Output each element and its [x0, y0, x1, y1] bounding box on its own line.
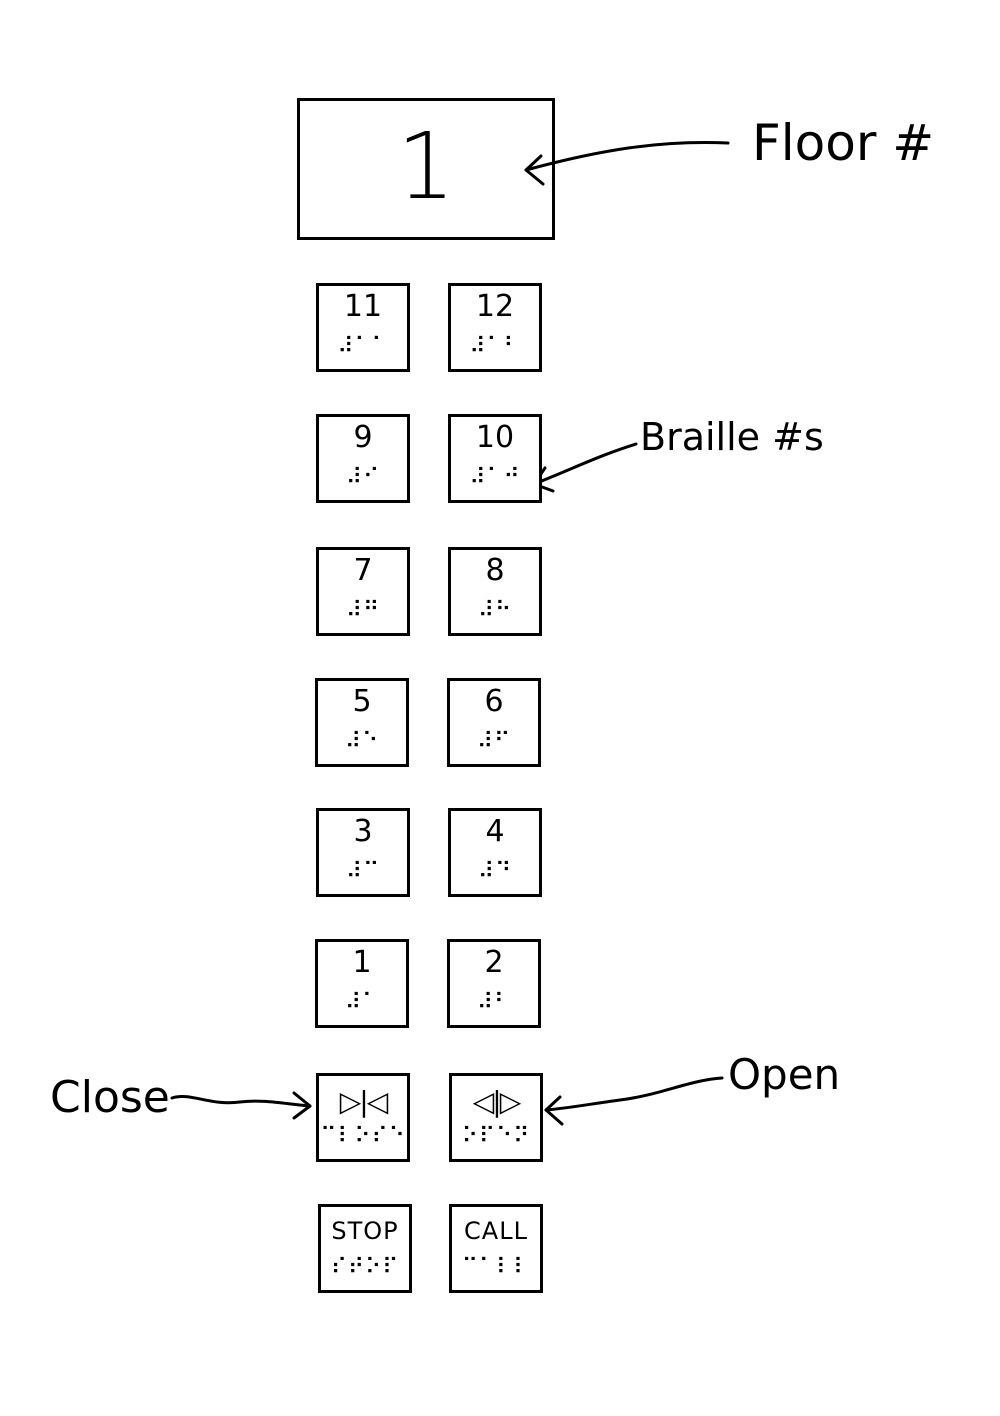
- braille-dots: ⠉⠇⠕⠎⠑: [320, 1124, 406, 1149]
- braille-dots: ⠼⠃: [476, 990, 512, 1015]
- braille-dots: ⠼⠙: [477, 859, 513, 884]
- floor-display: 1: [297, 98, 555, 240]
- floor-2-button[interactable]: 2 ⠼⠃: [447, 939, 541, 1028]
- button-label: 12: [475, 289, 515, 324]
- braille-dots: ⠼⠑: [344, 729, 380, 754]
- button-label: CALL: [464, 1217, 528, 1245]
- braille-dots: ⠼⠁⠚: [469, 465, 521, 490]
- floor-8-button[interactable]: 8 ⠼⠓: [448, 547, 542, 636]
- button-label: 8: [485, 553, 505, 588]
- button-label: 9: [353, 420, 373, 455]
- close-callout-arrowhead: [292, 1091, 312, 1120]
- button-label: 3: [353, 814, 373, 849]
- door-open-button[interactable]: ◁|▷ ⠕⠏⠑⠝: [449, 1073, 543, 1162]
- braille-dots: ⠼⠓: [477, 598, 513, 623]
- button-label: 7: [353, 553, 373, 588]
- button-label: STOP: [331, 1217, 399, 1245]
- braille-dots: ⠼⠊: [345, 465, 381, 490]
- button-label: 5: [352, 684, 372, 719]
- braille-dots: ⠼⠁⠁: [337, 334, 389, 359]
- floor-callout-arrowhead: [524, 154, 545, 186]
- button-label: 1: [352, 945, 372, 980]
- stop-button[interactable]: STOP ⠎⠞⠕⠏: [318, 1204, 412, 1293]
- floor-9-button[interactable]: 9 ⠼⠊: [316, 414, 410, 503]
- floor-number: 1: [396, 113, 456, 220]
- floor-11-button[interactable]: 11 ⠼⠁⠁: [316, 283, 410, 372]
- braille-dots: ⠕⠏⠑⠝: [461, 1124, 531, 1149]
- button-label: 6: [484, 684, 504, 719]
- door-close-button[interactable]: ▷|◁ ⠉⠇⠕⠎⠑: [316, 1073, 410, 1162]
- floor-callout-label: Floor #: [752, 114, 935, 172]
- floor-3-button[interactable]: 3 ⠼⠉: [316, 808, 410, 897]
- floor-5-button[interactable]: 5 ⠼⠑: [315, 678, 409, 767]
- floor-4-button[interactable]: 4 ⠼⠙: [448, 808, 542, 897]
- open-callout-arrowhead: [544, 1095, 564, 1126]
- button-label: 4: [485, 814, 505, 849]
- call-button[interactable]: CALL ⠉⠁⠇⠇: [449, 1204, 543, 1293]
- close-callout-arrow: [170, 1095, 312, 1108]
- braille-callout-arrow: [532, 442, 638, 486]
- button-label: 11: [343, 289, 383, 324]
- close-callout-label: Close: [50, 1072, 170, 1123]
- braille-dots: ⠼⠁⠃: [469, 334, 521, 359]
- button-label: 10: [475, 420, 515, 455]
- braille-callout-label: Braille #s: [640, 415, 824, 459]
- braille-dots: ⠎⠞⠕⠏: [330, 1255, 400, 1280]
- door-close-icon: ▷|◁: [339, 1085, 389, 1118]
- braille-dots: ⠼⠉: [345, 859, 381, 884]
- open-callout-arrow: [544, 1076, 724, 1112]
- floor-callout-arrow: [524, 140, 730, 172]
- floor-12-button[interactable]: 12 ⠼⠁⠃: [448, 283, 542, 372]
- door-open-icon: ◁|▷: [472, 1085, 522, 1118]
- button-label: 2: [484, 945, 504, 980]
- floor-7-button[interactable]: 7 ⠼⠛: [316, 547, 410, 636]
- floor-6-button[interactable]: 6 ⠼⠋: [447, 678, 541, 767]
- braille-dots: ⠉⠁⠇⠇: [461, 1255, 531, 1280]
- floor-1-button[interactable]: 1 ⠼⠁: [315, 939, 409, 1028]
- braille-dots: ⠼⠛: [345, 598, 381, 623]
- braille-dots: ⠼⠋: [476, 729, 512, 754]
- floor-10-button[interactable]: 10 ⠼⠁⠚: [448, 414, 542, 503]
- open-callout-label: Open: [728, 1050, 841, 1099]
- braille-dots: ⠼⠁: [344, 990, 380, 1015]
